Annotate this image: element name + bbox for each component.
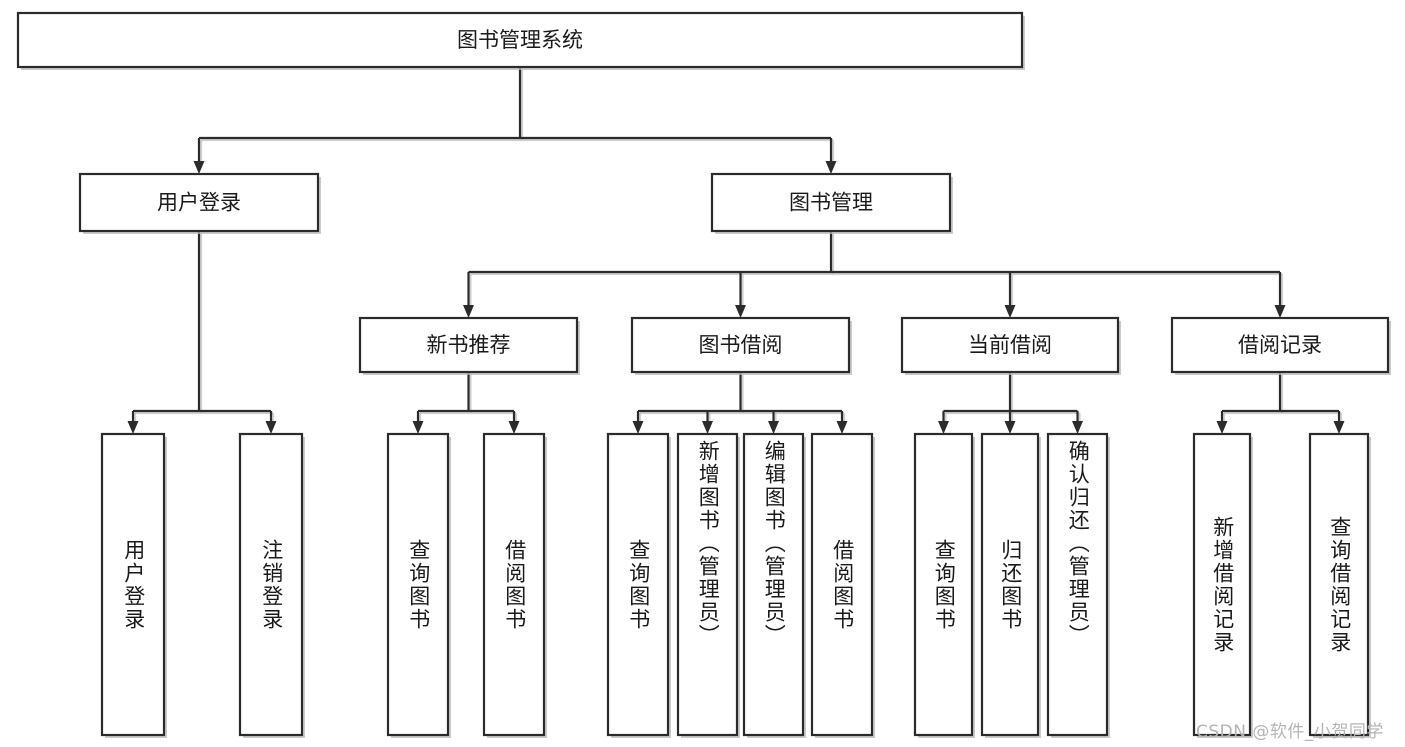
node-box-leaf-query-borrow-record [1308, 432, 1370, 737]
node-box-leaf-user-logout [238, 432, 304, 737]
node-box-leaf-borrow-book-recommend [482, 432, 546, 737]
node-label-borrow-record: 借阅记录 [1238, 333, 1322, 357]
arrow-icon-leaf-query-book-borrow [632, 421, 644, 434]
node-box-current-borrow [900, 316, 1120, 374]
arrow-icon-leaf-borrow-book-recommend [508, 421, 520, 434]
arrow-icon-leaf-query-borrow-record [1333, 421, 1345, 434]
node-box-book-management [710, 172, 952, 233]
arrow-icon-leaf-query-book-recommend [412, 421, 424, 434]
node-box-leaf-confirm-return [1046, 432, 1109, 737]
arrow-icon-leaf-add-book [702, 421, 713, 434]
node-box-leaf-return-book [980, 432, 1040, 737]
node-box-leaf-user-login [100, 432, 166, 737]
arrow-icon-leaf-confirm-return [1072, 421, 1083, 434]
arrow-icon-leaf-edit-book [768, 421, 779, 434]
node-box-borrow-record [1170, 316, 1390, 374]
node-label-root: 图书管理系统 [457, 28, 583, 52]
node-box-leaf-query-book-borrow [606, 432, 670, 737]
node-label-new-book-recommend: 新书推荐 [427, 333, 511, 357]
node-box-leaf-borrow-book [810, 432, 874, 737]
node-box-leaf-add-borrow-record [1192, 432, 1252, 737]
node-box-leaf-edit-book [742, 432, 805, 737]
node-label-user-login: 用户登录 [157, 191, 241, 215]
node-box-root [16, 11, 1024, 69]
arrow-icon-leaf-borrow-book [836, 421, 848, 434]
node-box-book-borrow [630, 316, 851, 374]
node-label-book-management: 图书管理 [789, 191, 873, 215]
arrow-icon-leaf-query-book-current [938, 421, 949, 434]
arrow-icon-leaf-return-book [1004, 421, 1016, 434]
node-box-user-login [78, 172, 320, 233]
arrow-icon-borrow-record [1274, 305, 1286, 318]
connector-layer [127, 67, 1345, 434]
arrow-icon-new-book-recommend [463, 305, 474, 318]
arrow-icon-leaf-add-borrow-record [1216, 421, 1228, 434]
node-label-current-borrow: 当前借阅 [968, 333, 1052, 357]
arrow-icon-book-borrow [735, 305, 746, 318]
node-box-layer [16, 11, 1391, 738]
arrow-icon-leaf-user-login [127, 421, 139, 434]
arrow-icon-current-borrow [1004, 305, 1016, 318]
node-box-leaf-query-book-current [913, 432, 974, 737]
arrow-icon-book-management [825, 161, 837, 174]
node-box-leaf-query-book-recommend [386, 432, 450, 737]
node-label-book-borrow: 图书借阅 [699, 333, 783, 357]
node-box-new-book-recommend [358, 316, 579, 374]
node-box-leaf-add-book [676, 432, 739, 737]
arrow-icon-user-login [193, 161, 205, 174]
arrow-icon-leaf-user-logout [265, 421, 277, 434]
